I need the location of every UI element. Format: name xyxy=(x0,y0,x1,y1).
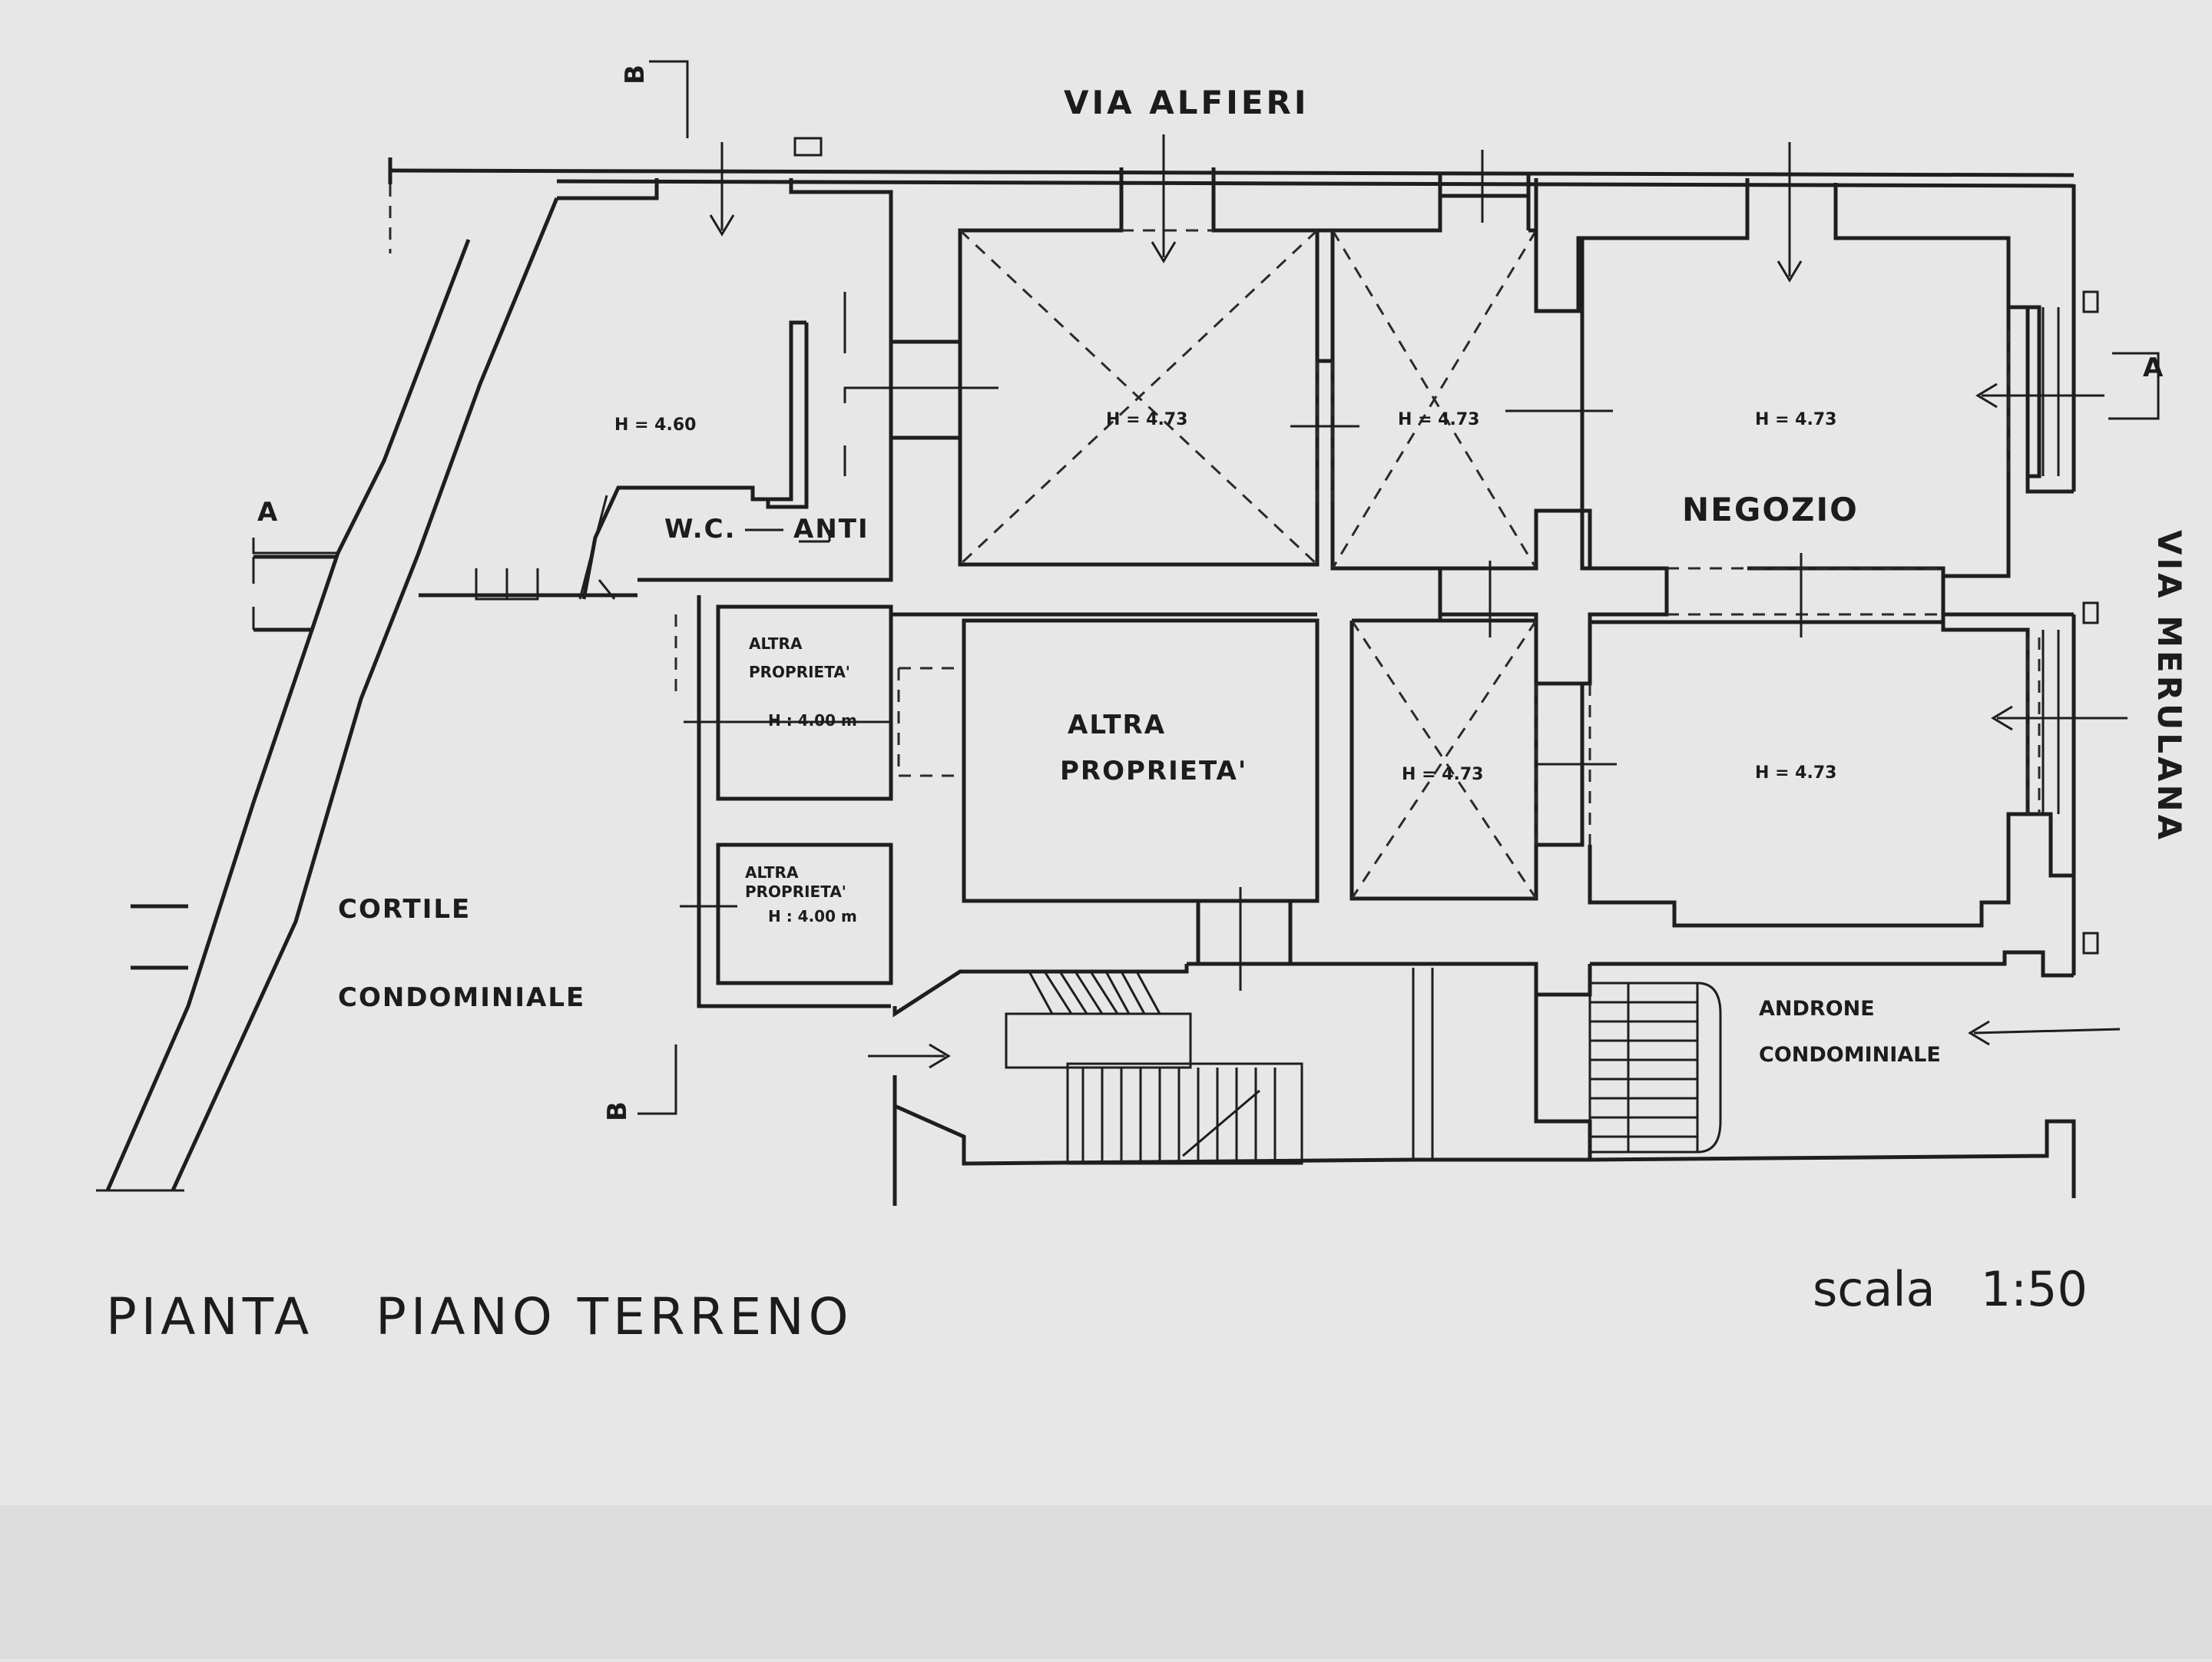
vault-room-1 xyxy=(891,167,1320,567)
paper-bottom-shadow xyxy=(0,1505,2212,1659)
room-altra-proprieta-small-2 xyxy=(716,843,893,985)
altra1-line1: ALTRA xyxy=(749,634,803,653)
cortile-line1: CORTILE xyxy=(338,894,471,925)
wc-label: W.C. xyxy=(664,514,737,545)
east-lower-height: H = 4.73 xyxy=(1755,763,1836,783)
negozio-height: H = 4.73 xyxy=(1755,410,1836,429)
room-main xyxy=(419,178,893,601)
vault3-height: H = 4.73 xyxy=(1402,765,1483,784)
cortile-line2: CONDOMINIALE xyxy=(338,982,585,1013)
androne-line1: ANDRONE xyxy=(1759,997,1875,1021)
drawing-title: PIANTA PIANO TERRENO xyxy=(106,1287,853,1346)
altra1-height: H : 4.00 m xyxy=(768,711,857,730)
arrows xyxy=(680,134,2128,1069)
oblique-passage xyxy=(96,197,559,1192)
room-main-height: H = 4.60 xyxy=(614,416,696,435)
opening-marks xyxy=(793,137,2099,955)
negozio-label: NEGOZIO xyxy=(1682,491,1859,528)
vault-room-3 xyxy=(1349,614,1538,901)
street-label-via-alfieri: VIA ALFIERI xyxy=(1064,84,1310,121)
androne-condominiale xyxy=(1588,876,2076,1198)
room-negozio xyxy=(1580,178,2076,617)
altra2-line1: ALTRA xyxy=(745,863,799,882)
altra1-line2: PROPRIETA' xyxy=(749,663,850,681)
altra2-line2: PROPRIETA' xyxy=(745,882,846,901)
room-altra-proprieta-small-1 xyxy=(674,595,893,1008)
androne-line2: CONDOMINIALE xyxy=(1759,1043,1941,1067)
room-east-lower xyxy=(1588,614,2076,928)
drawing-scale: scala 1:50 xyxy=(1813,1261,2088,1317)
altra-big-line1: ALTRA xyxy=(1068,710,1166,740)
anti-label: ANTI xyxy=(793,514,869,545)
altra2-height: H : 4.00 m xyxy=(768,907,857,925)
section-a-east: A xyxy=(2143,353,2164,383)
section-a-west: A xyxy=(257,497,278,528)
north-facade xyxy=(388,157,2075,253)
room-altra-proprieta-big xyxy=(891,612,1320,966)
section-markers xyxy=(252,60,2160,1115)
vault2-height: H = 4.73 xyxy=(1398,410,1479,429)
section-b-south: B xyxy=(602,1101,633,1121)
vault1-height: H = 4.73 xyxy=(1106,410,1187,429)
staircase-west xyxy=(892,964,1414,1206)
street-label-via-merulana: VIA MERULANA xyxy=(2151,530,2188,843)
section-b-north: B xyxy=(620,65,651,84)
altra-big-line2: PROPRIETA' xyxy=(1060,756,1247,786)
